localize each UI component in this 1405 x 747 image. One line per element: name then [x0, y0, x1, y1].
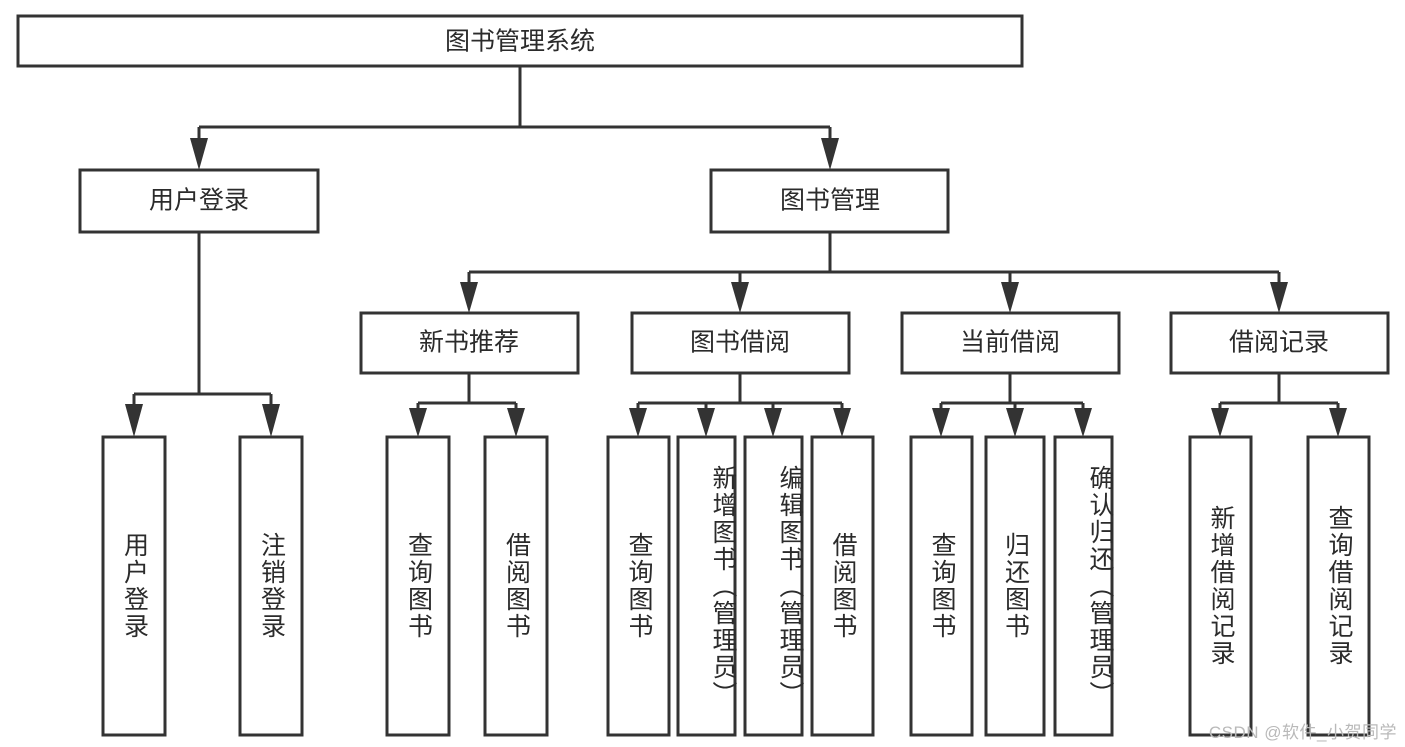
node-book-management[interactable]: 图书管理 [709, 168, 950, 234]
leaf-box-user-login[interactable] [101, 435, 167, 737]
node-user-login-label: 用户登录 [149, 187, 249, 215]
arrow-head-nb-query-book [409, 408, 427, 437]
arrow-head-current-borrow [1001, 282, 1019, 313]
arrow-head-book-borrow [731, 282, 749, 313]
node-book-borrow-label: 图书借阅 [690, 329, 790, 357]
node-current-borrow-label: 当前借阅 [960, 329, 1060, 357]
leaf-box-layer [101, 435, 1371, 737]
arrow-head-leaf-logout [262, 404, 280, 437]
node-new-book-recommend-box[interactable] [359, 311, 580, 375]
node-borrow-record[interactable]: 借阅记录 [1169, 311, 1390, 375]
node-current-borrow-box[interactable] [900, 311, 1121, 375]
node-root-label: 图书管理系统 [445, 28, 595, 56]
arrow-head-borrow-record [1270, 282, 1288, 313]
node-user-login[interactable]: 用户登录 [78, 168, 320, 234]
arrow-head-leaf-user-login [125, 404, 143, 437]
node-new-book-recommend[interactable]: 新书推荐 [359, 311, 580, 375]
node-current-borrow[interactable]: 当前借阅 [900, 311, 1121, 375]
arrow-head-bb-borrow-book [833, 408, 851, 437]
leaf-box-nb-borrow-book[interactable] [483, 435, 549, 737]
arrow-head-cb-confirm-return [1074, 408, 1092, 437]
leaf-box-bb-add-book[interactable] [676, 435, 737, 737]
arrow-head-cb-query-book [932, 408, 950, 437]
arrow-head-cb-return-book [1006, 408, 1024, 437]
leaf-box-cb-confirm-return[interactable] [1053, 435, 1114, 737]
leaf-box-cb-query-book[interactable] [909, 435, 974, 737]
leaf-box-rc-query-record[interactable] [1306, 435, 1371, 737]
node-book-borrow[interactable]: 图书借阅 [630, 311, 851, 375]
arrow-head-new-book-rec [460, 282, 478, 313]
leaf-box-cb-return-book[interactable] [984, 435, 1046, 737]
leaf-box-bb-query-book[interactable] [606, 435, 671, 737]
node-new-book-recommend-label: 新书推荐 [419, 329, 519, 357]
node-root[interactable]: 图书管理系统 [16, 14, 1024, 68]
arrow-head-user-login [190, 138, 208, 170]
node-borrow-record-box[interactable] [1169, 311, 1390, 375]
leaf-box-rc-add-record[interactable] [1188, 435, 1253, 737]
node-root-box[interactable] [16, 14, 1024, 68]
arrow-head-bb-query-book [629, 408, 647, 437]
node-book-management-box[interactable] [709, 168, 950, 234]
arrow-head-rc-add-record [1211, 408, 1229, 437]
node-book-management-label: 图书管理 [780, 187, 880, 215]
connector-layer [125, 66, 1347, 437]
arrow-head-bb-edit-book [764, 408, 782, 437]
node-user-login-box[interactable] [78, 168, 320, 234]
node-borrow-record-label: 借阅记录 [1229, 329, 1329, 357]
watermark-credit: CSDN @软件_小贺同学 [1208, 723, 1397, 742]
arrow-head-book-mgmt [821, 138, 839, 170]
leaf-box-bb-edit-book[interactable] [743, 435, 804, 737]
arrow-head-bb-add-book [697, 408, 715, 437]
node-book-borrow-box[interactable] [630, 311, 851, 375]
leaf-box-nb-query-book[interactable] [385, 435, 451, 737]
arrow-head-rc-query-record [1329, 408, 1347, 437]
leaf-box-logout[interactable] [238, 435, 304, 737]
leaf-box-bb-borrow-book[interactable] [810, 435, 875, 737]
arrow-head-nb-borrow-book [507, 408, 525, 437]
